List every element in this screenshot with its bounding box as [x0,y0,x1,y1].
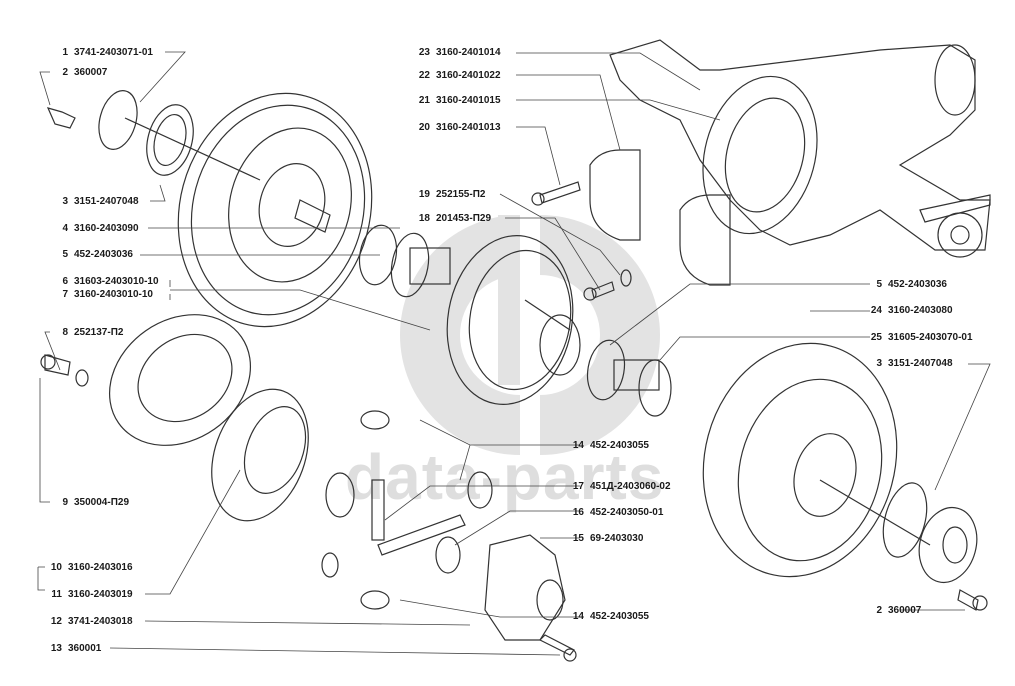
cap-bolts [531,181,632,301]
left-bearing [358,224,451,298]
differential-case-half [211,388,309,522]
bearing-caps [589,149,731,286]
axle-housing [609,39,991,258]
ring-gear-differential [446,235,581,405]
right-bearing [586,339,672,417]
right-brake-drum [702,342,988,611]
left-flange [46,90,261,181]
watermark-text: data-parts [345,441,665,513]
left-ring-gear [40,314,252,446]
spider-gears [321,410,493,610]
